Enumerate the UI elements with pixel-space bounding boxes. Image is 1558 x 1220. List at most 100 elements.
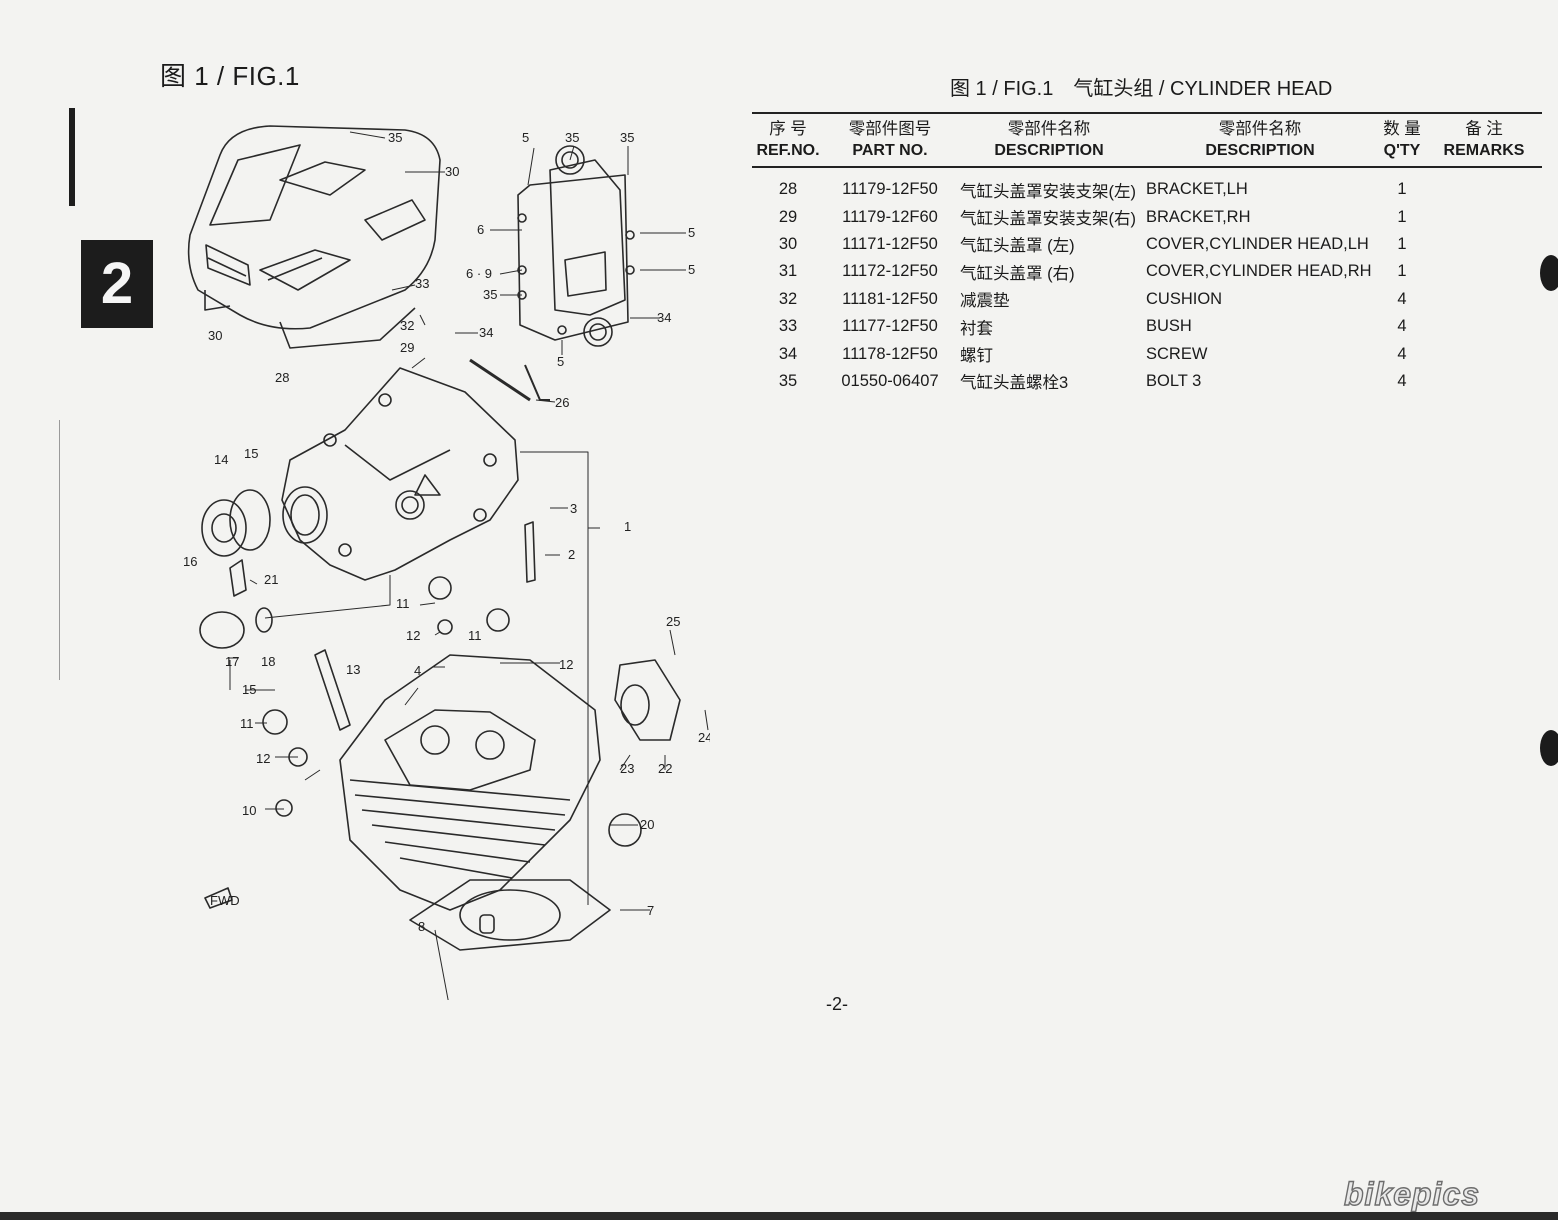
callout-number: 30 — [208, 328, 222, 343]
callout-number: 35 — [565, 130, 579, 145]
callout-number: 25 — [666, 614, 680, 629]
callout-number: 12 — [406, 628, 420, 643]
callout-number: 8 — [418, 919, 425, 934]
cylinder-block-drawing — [339, 654, 681, 951]
figure-label: 图 1 / FIG.1 — [160, 61, 300, 91]
binder-hole — [1540, 255, 1558, 291]
table-row: 31 11172-12F50 气缸头盖罩 (右) COVER,CYLINDER HEA… — [752, 258, 1542, 285]
callout-number: 11 — [468, 628, 482, 643]
callout-number: 15 — [244, 446, 258, 461]
cell-description-en: BOLT 3 — [1146, 371, 1202, 390]
callout-number: 26 — [555, 395, 569, 410]
cell-ref: 31 — [778, 262, 798, 281]
cell-description-en: CUSHION — [1146, 289, 1223, 308]
section-tab: 2 — [81, 240, 153, 328]
binder-hole — [1540, 730, 1558, 766]
callout-number: 23 — [620, 761, 634, 776]
callout-number: 3 — [570, 501, 577, 516]
cell-description-en: COVER,CYLINDER HEAD,RH — [1146, 262, 1372, 281]
cell-description-cn: 气缸头盖螺栓3 — [960, 374, 1069, 393]
callout-number: 28 — [275, 370, 289, 385]
cell-ref: 34 — [778, 344, 798, 363]
callout-number: 22 — [658, 761, 672, 776]
table-title: 图 1 / FIG.1 气缸头组 / CYLINDER HEAD — [950, 78, 1333, 100]
callout-number: 5 — [688, 262, 695, 277]
cell-part-no: 11177-12F50 — [842, 317, 938, 336]
callout-labels: 35 30 5 35 35 6 6 · 9 35 5 5 34 5 33 32 … — [183, 130, 710, 934]
callout-number: 29 — [400, 340, 414, 355]
callout-number: 12 — [256, 751, 270, 766]
cell-qty: 4 — [1397, 289, 1407, 308]
cell-qty: 4 — [1397, 317, 1407, 336]
callout-number: 21 — [264, 572, 278, 587]
cell-description-en: SCREW — [1146, 344, 1208, 363]
callout-number: 2 — [568, 547, 575, 562]
scan-bottom-edge — [0, 1212, 1558, 1220]
cell-qty: 1 — [1397, 180, 1407, 199]
callout-number: 5 — [557, 354, 564, 369]
cell-ref: 28 — [778, 180, 798, 199]
cell-part-no: 11172-12F50 — [842, 262, 938, 281]
cell-description-en: BUSH — [1146, 317, 1192, 336]
cylinder-head-upper-drawing — [281, 358, 531, 581]
callout-number: 1 — [624, 519, 631, 534]
cell-part-no: 11179-12F60 — [842, 207, 938, 226]
cell-remarks — [1426, 286, 1542, 313]
cell-description-cn: 减震垫 — [960, 292, 1010, 311]
callout-number: 34 — [657, 310, 671, 325]
callout-number: 11 — [396, 596, 410, 611]
scan-edge-bar — [69, 108, 75, 206]
callout-number: 35 — [483, 287, 497, 302]
cell-description-cn: 衬套 — [960, 319, 993, 338]
cell-remarks — [1426, 231, 1542, 258]
cell-remarks — [1426, 167, 1542, 203]
callout-number: 15 — [242, 682, 256, 697]
callout-number: 6 — [477, 222, 484, 237]
callout-number: 5 — [688, 225, 695, 240]
cell-part-no: 01550-06407 — [841, 371, 939, 390]
callout-number: 16 — [183, 554, 197, 569]
table-row: 33 11177-12F50 衬套 BUSH 4 — [752, 313, 1542, 340]
cell-description-cn: 气缸头盖罩 (右) — [960, 264, 1075, 283]
cell-description-en: BRACKET,RH — [1146, 207, 1251, 226]
page-number: -2- — [826, 994, 848, 1014]
cell-description-en: BRACKET,LH — [1146, 180, 1248, 199]
callout-number: 20 — [640, 817, 654, 832]
small-parts-drawing — [199, 364, 550, 817]
callout-number: 33 — [415, 276, 429, 291]
callout-number: 10 — [242, 803, 256, 818]
rocker-gasket-drawing — [517, 145, 635, 347]
cell-description-cn: 气缸头盖罩安装支架(左) — [960, 182, 1136, 201]
callout-number: 18 — [261, 654, 275, 669]
leader-lines — [228, 131, 709, 1000]
cell-description-cn: 螺钉 — [960, 347, 993, 366]
cell-qty: 1 — [1397, 262, 1407, 281]
cell-ref: 32 — [778, 289, 798, 308]
cell-ref: 33 — [778, 317, 798, 336]
cylinder-head-exploded-diagram: 35 30 5 35 35 6 6 · 9 35 5 5 34 5 33 32 … — [183, 125, 710, 1000]
callout-number: 6 · 9 — [466, 266, 492, 281]
scan-edge-line — [59, 420, 60, 680]
callout-number: FWD — [210, 893, 240, 908]
cell-remarks — [1426, 313, 1542, 340]
fwd-arrow-icon — [204, 887, 233, 909]
watermark-logo: bikepics — [1343, 1175, 1481, 1212]
callout-number: 30 — [445, 164, 459, 179]
cell-remarks — [1426, 258, 1542, 285]
cell-qty: 4 — [1397, 344, 1407, 363]
callout-number: 4 — [414, 663, 421, 678]
callout-number: 5 — [522, 130, 529, 145]
callout-number: 13 — [346, 662, 360, 677]
callout-number: 34 — [479, 325, 493, 340]
cell-qty: 1 — [1397, 207, 1407, 226]
